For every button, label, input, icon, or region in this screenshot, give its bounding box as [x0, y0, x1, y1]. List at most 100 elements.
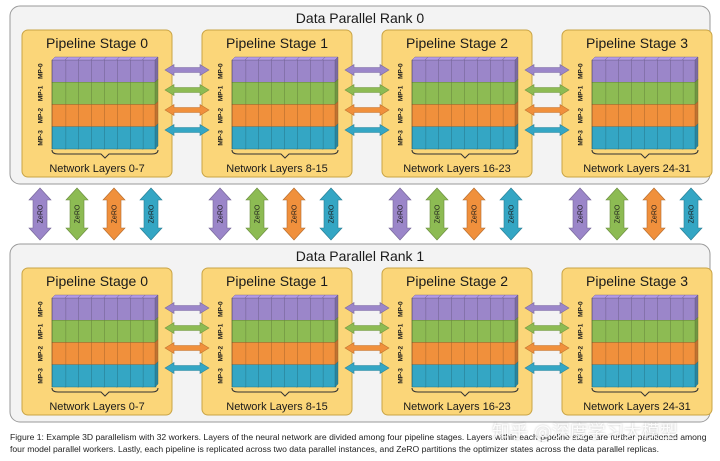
- layer-top: [231, 56, 249, 61]
- layer-cell: [450, 320, 465, 343]
- mp-label-0: MP-0: [218, 301, 225, 317]
- layer-cell: [296, 82, 311, 105]
- layer-cell: [257, 320, 272, 343]
- layer-cell: [476, 82, 491, 105]
- zero-label: ZeRO: [398, 204, 405, 223]
- layer-cell: [51, 104, 67, 127]
- layer-cell: [669, 104, 684, 127]
- layer-cell: [424, 364, 439, 388]
- layer-cell: [257, 364, 272, 388]
- layer-cell: [604, 320, 619, 343]
- layer-cell: [643, 320, 658, 343]
- layer-cell: [51, 364, 67, 388]
- layer-cell: [656, 364, 671, 388]
- layer-side: [694, 316, 699, 343]
- layer-cell: [283, 126, 298, 150]
- zero-arrow-3-1-shape: [605, 187, 629, 241]
- layer-cell: [296, 104, 311, 127]
- layer-cell: [463, 364, 478, 388]
- pipeline-arrow-0-3: [164, 123, 210, 137]
- layer-cell: [669, 126, 684, 150]
- mp-label-1: MP-1: [38, 323, 45, 339]
- layer-cell: [90, 364, 105, 388]
- mp-label-0: MP-0: [578, 63, 585, 79]
- layer-cell: [116, 297, 131, 321]
- pipeline-arrow-2-1: [524, 321, 570, 335]
- layer-side: [334, 78, 339, 105]
- pipeline-stage-3: Pipeline Stage 3MP-0MP-1MP-2MP-3Network …: [561, 29, 713, 178]
- mp-label-1: MP-1: [218, 85, 225, 101]
- layer-cell: [244, 104, 259, 127]
- layer-cell: [463, 104, 478, 127]
- zero-arrow-3-3-shape: [679, 187, 703, 241]
- layer-cell: [617, 320, 632, 343]
- zero-arrow-2-2: ZeRO: [462, 187, 486, 241]
- layer-block: [51, 294, 159, 388]
- layer-cell: [270, 59, 285, 83]
- pipeline-arrow-2-0: [524, 63, 570, 77]
- layer-cell: [437, 59, 452, 83]
- layer-cell: [656, 320, 671, 343]
- layer-side: [514, 56, 519, 83]
- layer-cell: [77, 59, 92, 83]
- layer-side: [514, 339, 519, 366]
- mp-label-1: MP-1: [398, 323, 405, 339]
- layer-side: [694, 123, 699, 150]
- layer-cell: [476, 126, 491, 150]
- layer-cell: [296, 59, 311, 83]
- layer-cell: [681, 342, 697, 365]
- layer-cell: [116, 364, 131, 388]
- layer-cell: [77, 126, 92, 150]
- stage-title: Pipeline Stage 0: [46, 35, 148, 51]
- stage-title: Pipeline Stage 3: [586, 273, 688, 289]
- layer-cell: [604, 59, 619, 83]
- mp-label-3: MP-3: [398, 368, 405, 384]
- zero-arrow-0-1-shape: [65, 187, 89, 241]
- layer-cell: [103, 59, 118, 83]
- pipeline-arrow-2-1: [524, 83, 570, 97]
- layer-cell: [64, 104, 79, 127]
- layer-cell: [643, 82, 658, 105]
- zero-label: ZeRO: [689, 204, 696, 223]
- layer-block: [51, 56, 159, 150]
- layer-cell: [129, 364, 144, 388]
- pipeline-stage-1: Pipeline Stage 1MP-0MP-1MP-2MP-3Network …: [201, 267, 353, 416]
- layer-cell: [450, 297, 465, 321]
- layer-cell: [244, 364, 259, 388]
- mp-label-3: MP-3: [578, 130, 585, 146]
- layer-cell: [476, 364, 491, 388]
- layer-cell: [103, 320, 118, 343]
- layer-cell: [681, 126, 697, 150]
- layer-cell: [309, 82, 324, 105]
- layer-cell: [116, 82, 131, 105]
- layer-cell: [296, 320, 311, 343]
- zero-arrow-0-2-shape: [102, 187, 126, 241]
- layer-cell: [321, 342, 337, 365]
- zero-arrow-0-1: ZeRO: [65, 187, 89, 241]
- layer-cell: [411, 364, 427, 388]
- layer-cell: [476, 320, 491, 343]
- layer-side: [334, 294, 339, 321]
- layer-cell: [309, 342, 324, 365]
- layer-cell: [617, 342, 632, 365]
- layer-cell: [77, 297, 92, 321]
- mp-label-0: MP-0: [38, 301, 45, 317]
- layer-side: [514, 78, 519, 105]
- layer-cell: [270, 320, 285, 343]
- mp-label-3: MP-3: [218, 368, 225, 384]
- zero-arrow-1-3-shape: [319, 187, 343, 241]
- layer-cell: [450, 364, 465, 388]
- zero-arrow-1-3: ZeRO: [319, 187, 343, 241]
- layer-cell: [463, 342, 478, 365]
- layer-cell: [411, 342, 427, 365]
- layer-cell: [116, 320, 131, 343]
- layer-cell: [296, 297, 311, 321]
- mp-label-0: MP-0: [218, 63, 225, 79]
- layer-cell: [669, 59, 684, 83]
- layer-cell: [681, 82, 697, 105]
- stage-layers-label: Network Layers 24-31: [583, 163, 691, 175]
- mp-label-0: MP-0: [398, 63, 405, 79]
- layer-cell: [643, 342, 658, 365]
- pipeline-arrow-0-2: [164, 103, 210, 117]
